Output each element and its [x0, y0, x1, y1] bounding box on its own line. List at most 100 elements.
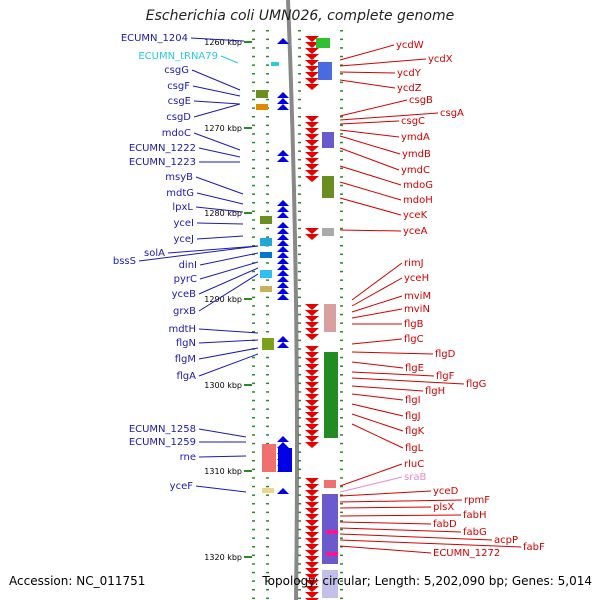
left-gene-leader [220, 55, 239, 64]
right-gene-label: sraB [404, 472, 426, 483]
right-gene-arrow [305, 328, 319, 334]
left-gene-arrow [277, 488, 289, 494]
track-3-dot [340, 460, 343, 462]
track-3-dot [340, 159, 343, 161]
page-title: Escherichia coli UMN026, complete genome [145, 8, 455, 24]
track-1-dot [266, 279, 269, 281]
right-gene-arrow [305, 152, 319, 158]
track-3-dot [340, 399, 343, 402]
track-0-dot [252, 485, 255, 488]
track-0-dot [252, 38, 255, 41]
track-2-dot [298, 81, 301, 84]
right-gene-arrow [305, 164, 319, 170]
track-3-dot [340, 494, 343, 496]
track-1-dot [266, 391, 269, 393]
left-gene-leader [193, 100, 241, 105]
track-3-dot [340, 227, 343, 230]
left-gene-label: rne [180, 452, 196, 463]
track-0-dot [252, 503, 255, 505]
track-0-dot [252, 417, 255, 419]
right-gene-arrow [305, 48, 319, 54]
track-2-dot [298, 38, 301, 41]
track-3-dot [340, 253, 343, 256]
track-2-dot [298, 253, 301, 256]
track-0-dot [252, 133, 255, 135]
track-1-dot [266, 571, 269, 574]
right-gene-label: csgC [401, 116, 425, 127]
right-gene-block [322, 228, 334, 236]
track-2-dot [298, 150, 301, 152]
track-0-dot [252, 288, 255, 290]
track-0-dot [252, 305, 255, 307]
scale-tick-label: 1310 kbp [204, 467, 242, 476]
right-gene-leader [339, 539, 522, 548]
track-0-dot [252, 589, 255, 591]
track-2-dot [298, 219, 301, 221]
right-gene-arrow [305, 234, 319, 240]
left-gene-arrow [277, 252, 289, 258]
right-gene-leader [351, 295, 403, 313]
left-gene-label: yceJ [173, 234, 194, 245]
left-gene-leader [193, 132, 241, 151]
right-gene-block [318, 62, 332, 80]
left-gene-leader [195, 206, 244, 213]
left-gene-leader [167, 245, 259, 254]
left-gene-label: flgN [176, 338, 196, 349]
left-gene-block [260, 252, 272, 258]
right-gene-block [324, 304, 336, 332]
track-2-dot [298, 511, 301, 514]
track-0-dot [252, 365, 255, 367]
left-gene-leader [199, 261, 259, 280]
track-1-dot [266, 442, 269, 445]
right-gene-arrow [305, 388, 319, 394]
track-2-dot [298, 55, 301, 58]
track-3-dot [340, 408, 343, 410]
right-gene-block [322, 176, 334, 198]
track-0-dot [252, 408, 255, 410]
track-2-dot [298, 47, 301, 49]
right-gene-leader [351, 338, 403, 345]
track-0-dot [252, 468, 255, 471]
track-1-dot [266, 563, 269, 565]
track-1-dot [266, 382, 269, 385]
track-0-dot [252, 434, 255, 436]
right-gene-arrow [305, 334, 319, 340]
track-3-dot [340, 511, 343, 514]
left-gene-leader [196, 235, 244, 240]
right-gene-arrow [305, 146, 319, 152]
right-gene-leader [339, 58, 427, 67]
right-gene-leader [351, 403, 404, 417]
track-1-dot [266, 537, 269, 539]
right-gene-leader [339, 463, 403, 487]
right-gene-arrow [305, 586, 319, 592]
right-gene-label: flgE [405, 363, 424, 374]
left-gene-arrow [277, 234, 289, 240]
right-gene-arrow [305, 442, 319, 448]
track-3-dot [340, 219, 343, 221]
track-3-dot [340, 571, 343, 574]
left-gene-label: lpxL [172, 202, 193, 213]
track-1-dot [266, 38, 269, 41]
track-3-dot [340, 141, 343, 144]
left-gene-arrow [277, 206, 289, 212]
track-0-dot [252, 563, 255, 565]
track-3-dot [340, 589, 343, 591]
left-gene-label: msyB [165, 172, 193, 183]
left-gene-leader [195, 176, 244, 195]
track-0-dot [252, 391, 255, 393]
right-gene-arrow [305, 502, 319, 508]
track-3-dot [340, 133, 343, 135]
right-gene-arrow [305, 382, 319, 388]
right-gene-leader [351, 371, 435, 377]
track-2-dot [298, 571, 301, 574]
right-gene-arrow [305, 310, 319, 316]
right-gene-arrow [305, 436, 319, 442]
left-gene-label: grxB [173, 306, 196, 317]
left-gene-label: pyrC [174, 274, 197, 285]
right-gene-arrow [305, 508, 319, 514]
track-3-dot [340, 391, 343, 393]
right-gene-arrow [305, 158, 319, 164]
right-gene-arrow [305, 116, 319, 122]
right-gene-leader [351, 377, 465, 385]
track-1-dot [266, 98, 269, 101]
